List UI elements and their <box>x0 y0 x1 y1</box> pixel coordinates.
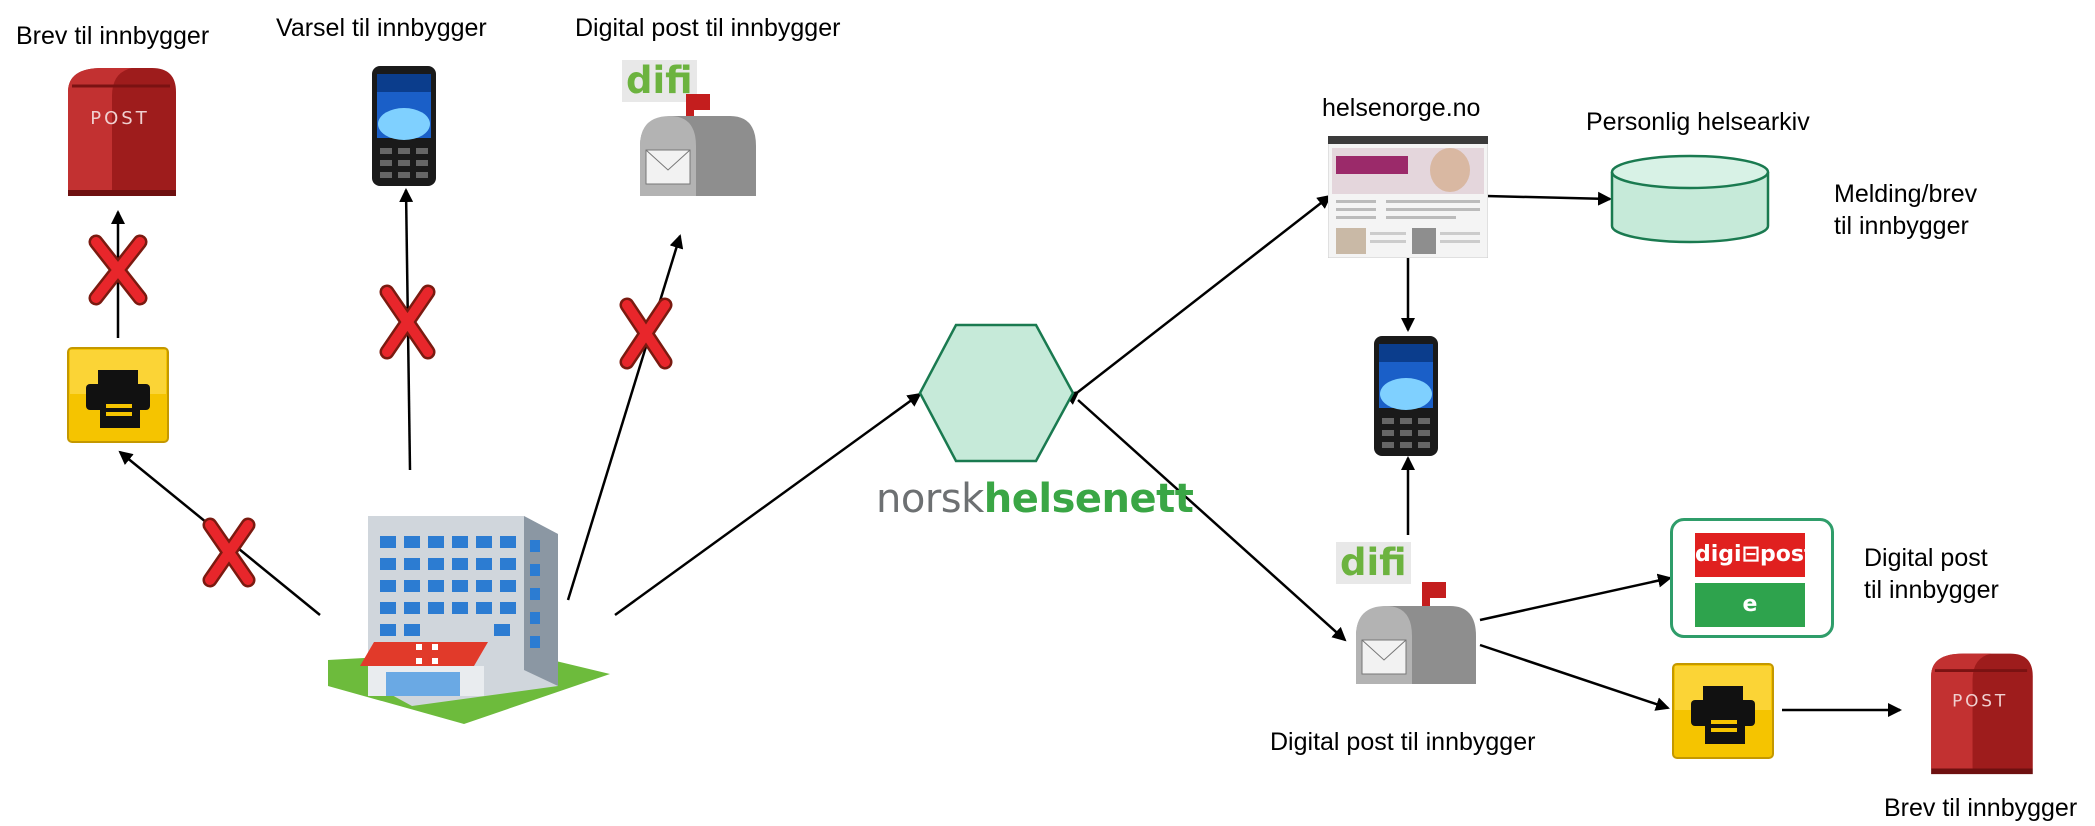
label-digital-right-line2: til innbygger <box>1864 576 1999 604</box>
brand-helsenett: helsenett <box>983 476 1194 522</box>
label-melding-line1: Melding/brev <box>1834 180 1978 208</box>
label-brev-left: Brev til innbygger <box>16 22 210 50</box>
postbox-icon-right: POST <box>1931 653 2033 775</box>
cross-icon-4 <box>202 517 256 588</box>
hospital-icon <box>328 516 610 724</box>
cross-icon-2 <box>379 284 436 360</box>
label-varsel: Varsel til innbygger <box>276 14 487 42</box>
arrow-helsenorge-to-archive <box>1485 191 1612 206</box>
label-digital-bottom: Digital post til innbygger <box>1270 728 1536 756</box>
arrow-nhn-to-difi <box>1077 399 1347 642</box>
norsk-helsenett-logo: norskhelsenett <box>876 476 1194 522</box>
label-helsenorge: helsenorge.no <box>1322 94 1481 122</box>
label-brev-right: Brev til innbygger <box>1884 794 2078 822</box>
arrow-difi-to-digital <box>1479 573 1672 622</box>
label-digital-top: Digital post til innbygger <box>575 14 841 42</box>
mobile-phone-icon-right <box>1374 336 1438 456</box>
difi-logo: difi <box>622 60 697 102</box>
postbox-icon: POST <box>68 68 176 196</box>
mobile-phone-icon <box>372 66 436 186</box>
helsenorge-screenshot-icon <box>1328 136 1488 258</box>
arrow-hospital-to-difi <box>566 234 684 601</box>
brand-norsk: norsk <box>876 476 984 522</box>
eboks-logo: e Boks.no <box>1695 583 1805 661</box>
arrow-nhn-helsenorge <box>1064 194 1332 405</box>
printer-icon-right <box>1672 663 1774 759</box>
arrow-difi-to-printer <box>1479 643 1670 711</box>
difi-logo-right: difi <box>1336 542 1411 584</box>
cross-icon-3 <box>619 297 673 370</box>
cross-icon-1 <box>88 234 148 306</box>
helsearkiv-cylinder <box>1610 154 1770 244</box>
postbox-label-right: POST <box>1952 690 2008 710</box>
digital-services-box: digi⊟post e Boks.no <box>1670 518 1834 661</box>
arrow-hospital-to-nhn <box>614 392 922 617</box>
mailbox-icon <box>640 94 756 196</box>
label-melding-line2: til innbygger <box>1834 212 1969 240</box>
printer-icon <box>67 347 169 443</box>
mailbox-icon-right <box>1356 582 1476 684</box>
nhn-hexagon <box>918 323 1075 463</box>
digipost-logo: digi⊟post <box>1695 533 1815 577</box>
postbox-label: POST <box>90 108 149 129</box>
label-helsearkiv: Personlig helsearkiv <box>1586 108 1810 136</box>
label-digital-right-line1: Digital post <box>1864 544 1988 572</box>
